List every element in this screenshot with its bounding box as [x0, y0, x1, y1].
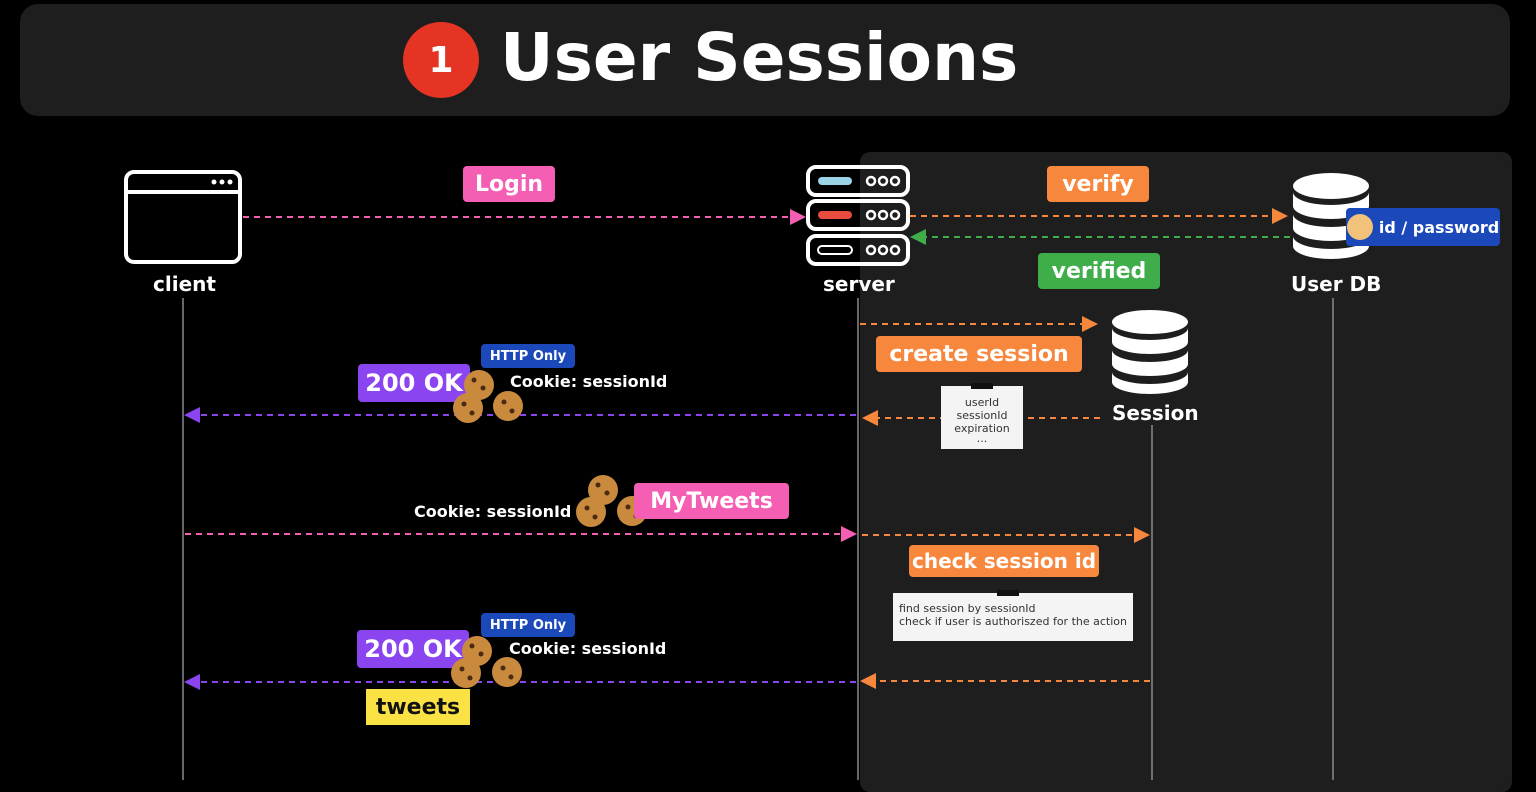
cookie-label: Cookie: sessionId [509, 639, 667, 658]
cookie-icon [453, 370, 523, 423]
note-line: expiration [954, 422, 1010, 435]
server-side-panel [860, 152, 1512, 792]
client-label: client [153, 272, 216, 296]
server-label: server [823, 272, 895, 296]
session-db-icon [1112, 310, 1188, 394]
tweets-payload: tweets [366, 689, 470, 725]
check-session-note: find session by sessionId check if user … [893, 590, 1133, 641]
http-only-badge: HTTP Only [481, 344, 575, 368]
create-session-message: create session [876, 336, 1082, 372]
verified-message: verified [1038, 253, 1160, 289]
cookie-icon [451, 636, 522, 688]
step-number-badge: 1 [403, 22, 479, 98]
db-credentials-badge: id / password [1346, 208, 1500, 246]
note-line: userId [964, 396, 1000, 409]
user-db-label: User DB [1291, 272, 1382, 296]
session-fields-note: userId sessionId expiration ... [941, 383, 1023, 449]
cookie-label: Cookie: sessionId [510, 372, 668, 391]
note-line: ... [976, 432, 988, 445]
http-only-badge: HTTP Only [481, 613, 575, 637]
mytweets-message: MyTweets [634, 483, 789, 519]
user-avatar-icon [1346, 214, 1373, 240]
browser-window-icon [124, 170, 242, 264]
note-clip [971, 383, 993, 389]
ok-response-badge: 200 OK [358, 364, 470, 402]
page-title: User Sessions [500, 19, 1019, 96]
session-label: Session [1112, 401, 1199, 425]
check-session-message: check session id [909, 545, 1099, 577]
server-rack-icon [806, 165, 910, 266]
note-clip [997, 590, 1019, 596]
note-line: find session by sessionId [899, 602, 1036, 615]
db-credentials-text: id / password [1378, 217, 1500, 237]
title-bar [20, 4, 1510, 116]
note-line: check if user is authoriszed for the act… [899, 615, 1127, 628]
ok-response-badge: 200 OK [357, 630, 469, 668]
verify-message: verify [1047, 166, 1149, 202]
cookie-label: Cookie: sessionId [414, 502, 572, 521]
login-message: Login [463, 166, 555, 202]
note-line: sessionId [956, 409, 1008, 422]
